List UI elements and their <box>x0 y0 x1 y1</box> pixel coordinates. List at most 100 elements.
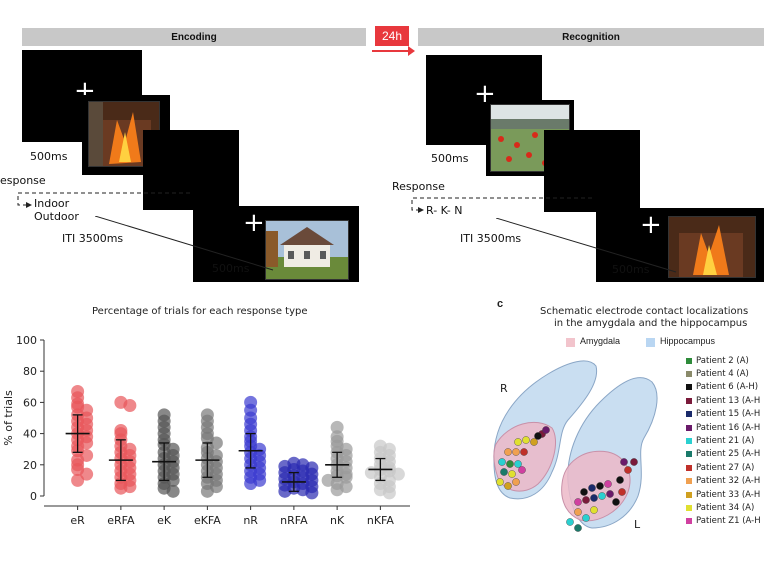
electrode-contact <box>612 498 620 506</box>
electrode-contact <box>542 426 550 434</box>
patient-color-swatch <box>686 491 692 498</box>
electrode-contact <box>574 498 582 506</box>
electrode-contact <box>618 488 626 496</box>
patient-color-swatch <box>686 397 692 404</box>
patient-legend-item: Patient 6 (A-H) <box>686 381 766 394</box>
encoding-iti-label: ITI 3500ms <box>62 232 124 245</box>
patient-label: Patient 6 (A-H) <box>696 382 759 393</box>
patient-label: Patient 2 (A) <box>696 355 749 366</box>
panel-c-title-line2: in the amygdala and the hippocampus <box>554 318 748 329</box>
patient-label: Patient 13 (A-H <box>696 395 761 406</box>
right-side-label: R <box>500 382 508 395</box>
y-tick-label: 40 <box>23 428 37 441</box>
recognition-iti-label: ITI 3500ms <box>460 232 522 245</box>
electrode-contact <box>530 438 538 446</box>
hippocampus-legend-label: Hippocampus <box>660 336 716 346</box>
electrode-contact <box>582 496 590 504</box>
patient-color-swatch <box>686 451 692 458</box>
chart-marks <box>65 384 405 500</box>
delay-arrow-line <box>372 50 412 52</box>
recognition-response-label: Response <box>392 180 445 193</box>
recognition-time-label: 500ms <box>431 152 469 165</box>
recognition-options-label: R- K- N <box>426 204 463 217</box>
x-tick-label: eR <box>70 514 85 527</box>
patient-legend-item: Patient 4 (A) <box>686 367 766 380</box>
burning-house-image <box>88 101 160 167</box>
electrode-contact <box>616 476 624 484</box>
encoding-next-screen: + <box>193 206 359 282</box>
patient-label: Patient Z1 (A-H <box>696 516 761 527</box>
brain-schematic: R L <box>493 360 658 532</box>
patient-legend-item: Patient Z1 (A-H <box>686 515 766 528</box>
data-point <box>123 399 137 413</box>
patient-color-swatch <box>686 371 692 378</box>
fixation-cross: + <box>640 210 662 240</box>
electrode-contact <box>534 432 542 440</box>
data-point <box>382 486 396 500</box>
delay-arrow-head <box>408 46 415 56</box>
patient-label: Patient 21 (A) <box>696 436 755 447</box>
electrode-contact <box>582 514 590 522</box>
y-tick-label: 80 <box>23 365 37 378</box>
electrode-contact <box>514 438 522 446</box>
y-tick-label: 20 <box>23 459 37 472</box>
patient-legend-item: Patient 33 (A-H <box>686 488 766 501</box>
left-side-label: L <box>634 518 641 531</box>
data-point <box>305 486 319 500</box>
electrode-contact <box>620 458 628 466</box>
encoding-header-bar: Encoding <box>22 28 366 46</box>
x-tick-label: eKFA <box>194 514 221 527</box>
amygdala-legend-swatch <box>566 338 575 347</box>
panel-c-title-line1: Schematic electrode contact localization… <box>540 306 749 317</box>
encoding-title: Encoding <box>171 31 217 43</box>
delay-badge: 24h <box>375 26 409 46</box>
electrode-contact <box>604 480 612 488</box>
encoding-time-label-2: 500ms <box>212 262 250 275</box>
encoding-time-label: 500ms <box>30 150 68 163</box>
electrode-contact <box>590 506 598 514</box>
patient-legend-item: Patient 21 (A) <box>686 434 766 447</box>
recognition-response-connector <box>411 197 592 213</box>
x-tick-label: nRFA <box>280 514 308 527</box>
electrode-contact <box>504 448 512 456</box>
recognition-time-label-2: 500ms <box>612 263 650 276</box>
patient-label: Patient 16 (A-H <box>696 422 761 433</box>
encoding-timeline-line <box>95 216 274 271</box>
patient-label: Patient 15 (A-H <box>696 409 761 420</box>
electrode-contact <box>518 466 526 474</box>
data-point <box>330 420 344 434</box>
patient-legend-item: Patient 25 (A-H <box>686 448 766 461</box>
encoding-response-connector <box>17 192 190 208</box>
patient-legend-item: Patient 2 (A) <box>686 354 766 367</box>
patient-color-swatch <box>686 384 692 391</box>
y-tick-label: 60 <box>23 396 37 409</box>
data-point <box>166 484 180 498</box>
electrode-contact <box>588 484 596 492</box>
electrode-contact <box>574 508 582 516</box>
electrode-contact <box>508 470 516 478</box>
recognition-header-bar: Recognition <box>418 28 764 46</box>
patient-legend-item: Patient 34 (A) <box>686 501 766 514</box>
recognition-title: Recognition <box>562 31 620 43</box>
fixation-cross: + <box>243 208 265 238</box>
burning-house-image <box>668 216 756 278</box>
electrode-contacts <box>496 426 638 532</box>
x-tick-label: nR <box>243 514 258 527</box>
data-point <box>114 481 128 495</box>
data-point <box>71 473 85 487</box>
y-axis-label: % of trials <box>2 390 15 446</box>
electrode-contact <box>566 518 574 526</box>
electrode-contact <box>522 436 530 444</box>
patient-color-swatch <box>686 478 692 485</box>
patient-label: Patient 32 (A-H <box>696 476 761 487</box>
delay-badge-label: 24h <box>381 29 403 43</box>
encoding-stimulus-screen <box>82 95 170 175</box>
electrode-contact <box>506 460 514 468</box>
patient-label: Patient 4 (A) <box>696 369 749 380</box>
patient-label: Patient 34 (A) <box>696 502 755 513</box>
electrode-contact <box>496 478 504 486</box>
recognition-timeline-line <box>496 218 677 273</box>
electrode-contact <box>598 492 606 500</box>
